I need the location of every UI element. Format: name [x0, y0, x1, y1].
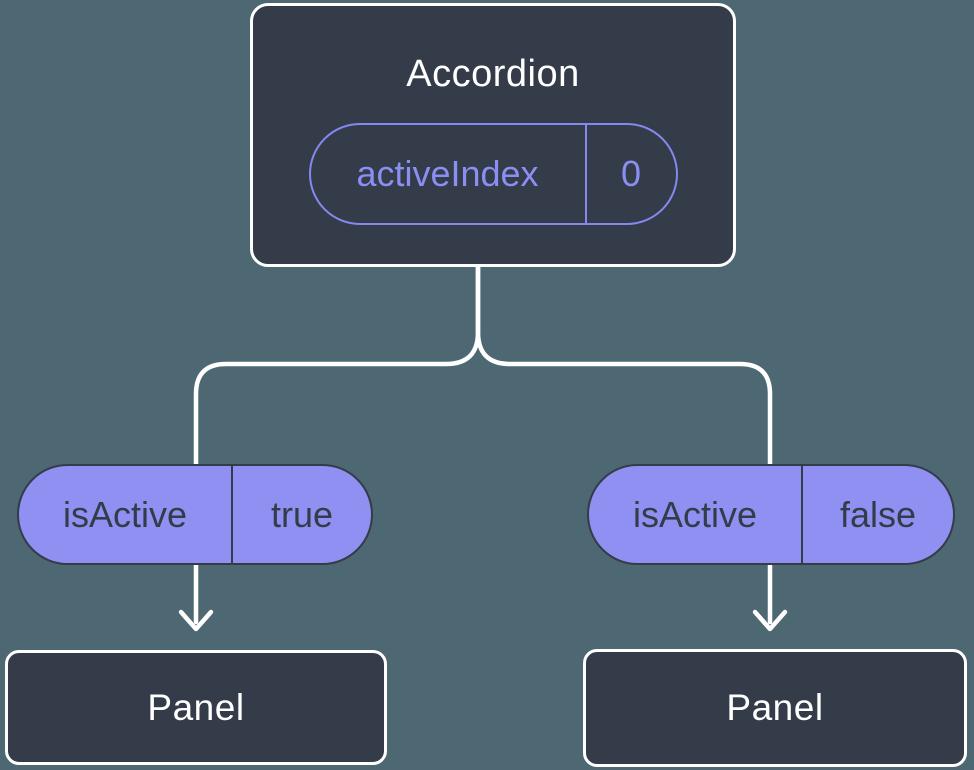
connector-right-branch [475, 259, 773, 503]
accordion-node-title: Accordion [406, 53, 580, 95]
state-pill-activeindex: activeIndex 0 [308, 123, 678, 225]
state-value: 0 [584, 125, 676, 223]
panel-node-title: Panel [147, 686, 245, 728]
prop-name: isActive [632, 493, 758, 535]
prop-name: isActive [62, 493, 188, 535]
panel-node-right: Panel [583, 649, 967, 767]
panel-node-title: Panel [726, 687, 824, 728]
accordion-node: Accordion activeIndex 0 [250, 3, 736, 267]
prop-value: true [231, 466, 371, 563]
state-name: activeIndex [356, 153, 539, 194]
arrowhead-down-icon [178, 609, 214, 632]
prop-value: false [801, 466, 953, 563]
connector-left-branch [193, 259, 481, 503]
arrowhead-down-icon [752, 609, 788, 632]
prop-pill-isactive-left: isActive true [17, 464, 373, 565]
prop-pill-isactive-right: isActive false [587, 464, 955, 565]
panel-node-left: Panel [5, 650, 387, 765]
